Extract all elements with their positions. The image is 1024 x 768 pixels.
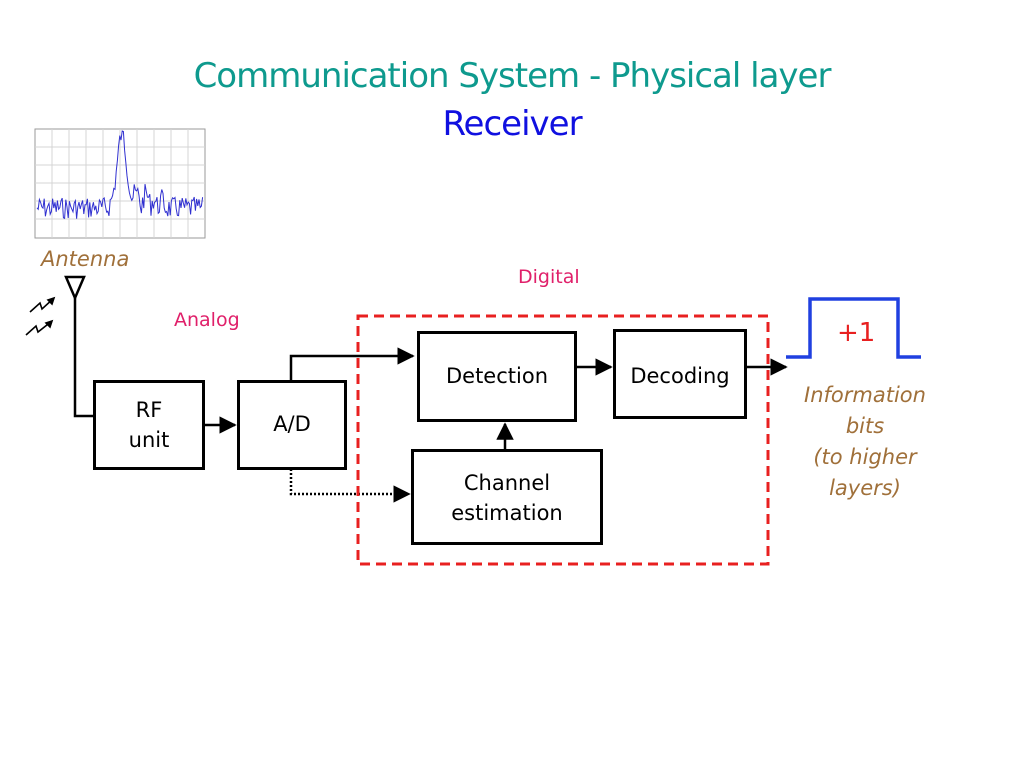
- lightning-wave-icon: [25, 296, 56, 336]
- detection-label: Detection: [445, 364, 549, 388]
- channel-estimation-label-line1: Channel: [463, 471, 551, 495]
- ad-block: A/D: [237, 380, 347, 470]
- output-label-line: Information: [804, 383, 926, 407]
- analog-label: Analog: [174, 309, 240, 331]
- output-label-line: bits: [845, 414, 885, 438]
- decoding-block: Decoding: [613, 329, 747, 419]
- digital-region: [356, 314, 770, 566]
- ad-label: A/D: [273, 412, 311, 436]
- rf-unit-block: RF unit: [93, 380, 205, 470]
- arrow-ad-to-channel-estimation: [289, 469, 411, 503]
- antenna-icon: [64, 275, 94, 418]
- arrow-ad-to-detection: [289, 347, 415, 381]
- rf-unit-label-line2: unit: [128, 428, 170, 452]
- channel-estimation-block: Channel estimation: [411, 449, 603, 545]
- antenna-label: Antenna: [41, 247, 130, 271]
- page-title: Communication System - Physical layer: [193, 56, 832, 96]
- channel-estimation-label-line2: estimation: [451, 501, 563, 525]
- output-label-line: (to higher: [813, 445, 917, 469]
- rf-unit-label-line1: RF: [135, 398, 163, 422]
- detection-block: Detection: [417, 331, 577, 422]
- decoding-label: Decoding: [630, 364, 730, 388]
- output-pulse: [786, 297, 921, 359]
- spectrum-plot-icon: [34, 128, 206, 239]
- output-label-line: layers): [829, 476, 901, 500]
- page-subtitle: Receiver: [442, 104, 582, 144]
- digital-label: Digital: [518, 266, 580, 288]
- output-label: Information bits (to higher layers): [780, 380, 950, 504]
- pulse-value-label: +1: [837, 318, 876, 348]
